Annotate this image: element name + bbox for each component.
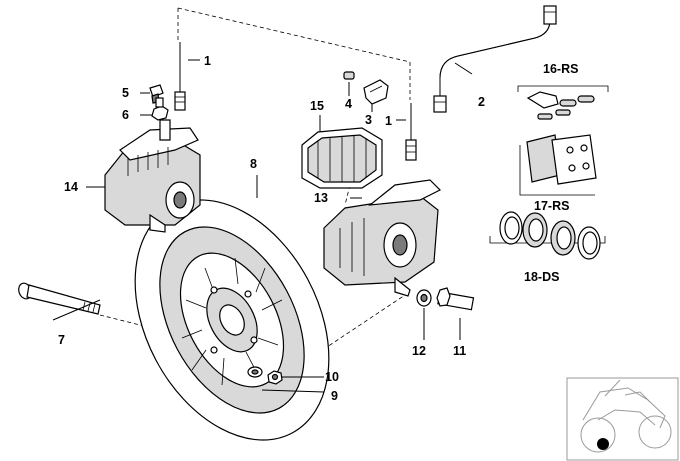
axle-bolt[interactable] xyxy=(17,281,101,315)
label-6: 6 xyxy=(122,108,129,122)
pad-kit[interactable] xyxy=(519,134,597,196)
label-8: 8 xyxy=(250,157,257,171)
pin-kit[interactable] xyxy=(517,85,609,120)
label-5: 5 xyxy=(122,86,129,100)
anti-rattle-spring[interactable] xyxy=(363,79,389,105)
label-13: 13 xyxy=(314,191,328,205)
label-7: 7 xyxy=(58,333,65,347)
label-17-rs: 17-RS xyxy=(534,199,569,213)
location-marker xyxy=(597,438,609,450)
label-1-left: 1 xyxy=(204,54,211,68)
label-11: 11 xyxy=(453,344,466,358)
label-10: 10 xyxy=(325,370,339,384)
label-15: 15 xyxy=(310,99,324,113)
motorcycle-thumbnail[interactable] xyxy=(566,377,679,461)
label-3: 3 xyxy=(365,113,372,127)
callout-labels: 1 1 2 3 4 5 6 7 8 9 10 11 12 13 14 15 16… xyxy=(58,54,578,403)
caliper-washer[interactable] xyxy=(416,289,432,307)
brake-pads[interactable] xyxy=(301,127,383,189)
disc-bolt[interactable] xyxy=(247,366,263,378)
label-1-right: 1 xyxy=(385,114,392,128)
label-9: 9 xyxy=(331,389,338,403)
seal-kit[interactable] xyxy=(489,211,606,260)
motorcycle-icon xyxy=(580,379,672,453)
label-12: 12 xyxy=(412,344,426,358)
left-brake-caliper[interactable] xyxy=(104,119,201,233)
brake-line-right[interactable] xyxy=(405,103,417,161)
caliper-bolt[interactable] xyxy=(436,287,475,311)
leader-lines xyxy=(52,59,473,393)
label-18-ds: 18-DS xyxy=(524,270,559,284)
brake-line-left[interactable] xyxy=(174,42,186,111)
retaining-pin[interactable] xyxy=(343,71,355,80)
label-14: 14 xyxy=(64,180,78,194)
label-16-rs: 16-RS xyxy=(543,62,578,76)
banjo-bolt[interactable] xyxy=(151,97,169,121)
label-4: 4 xyxy=(345,97,352,111)
disc-nut[interactable] xyxy=(267,370,283,385)
label-2: 2 xyxy=(478,95,485,109)
brake-hose[interactable] xyxy=(433,5,557,113)
right-brake-caliper[interactable] xyxy=(323,179,442,297)
